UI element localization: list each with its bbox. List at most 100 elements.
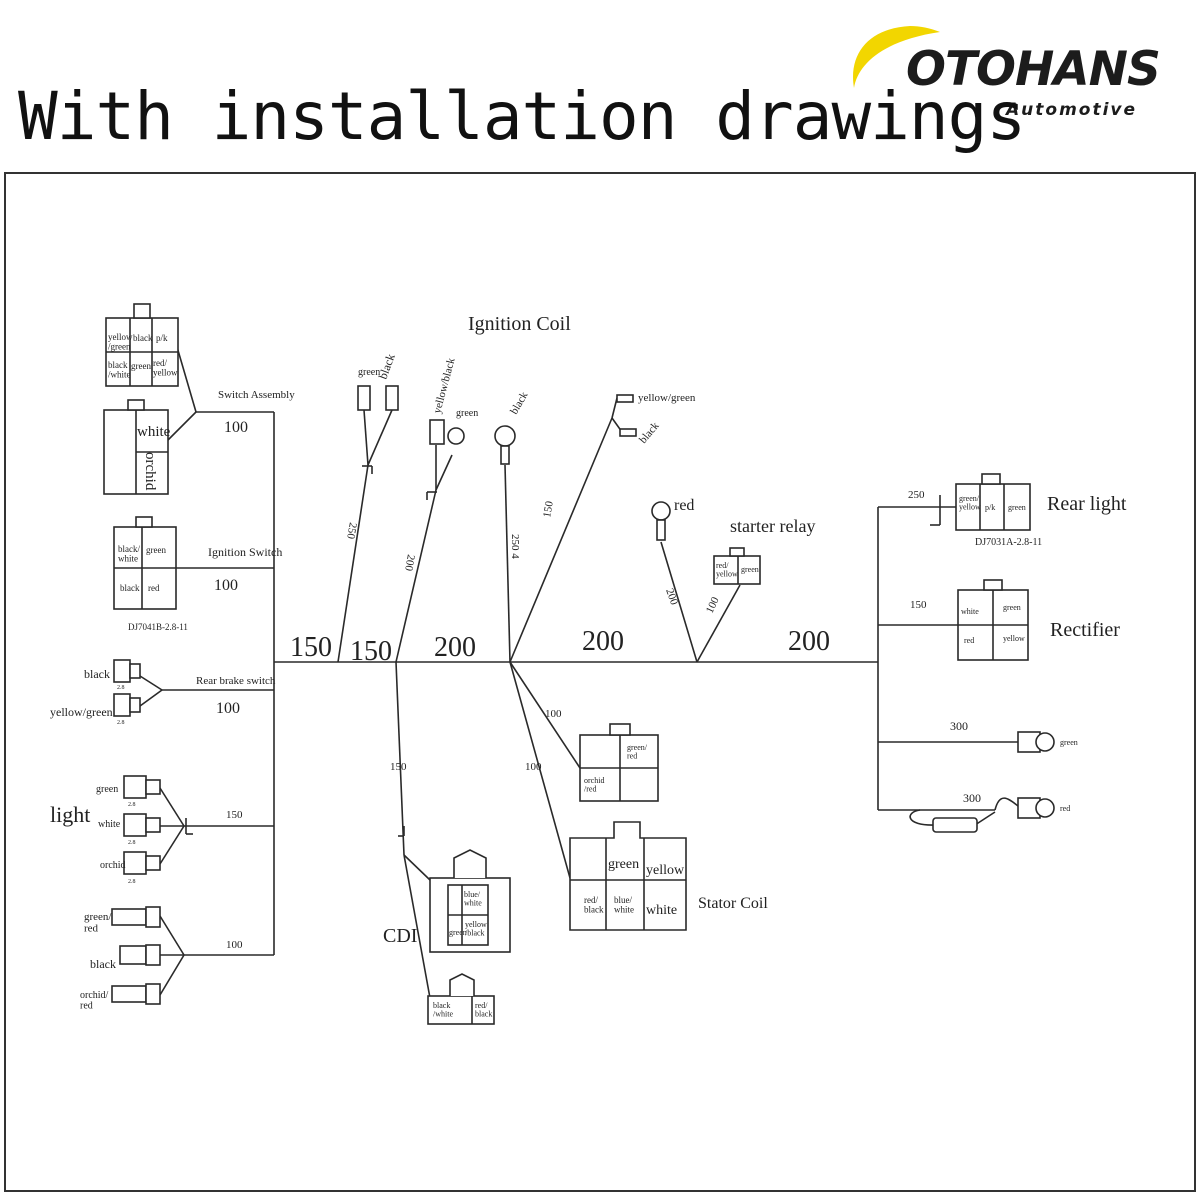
length-relay-100: 100 (704, 595, 722, 615)
wire-sa-red-yellow: red/yellow (153, 358, 178, 377)
label-rear-brake-switch: Rear brake switch (196, 675, 276, 687)
wire-sa-black-white: black/white (108, 360, 131, 379)
wire-st-green: green (608, 857, 639, 872)
relay-ring-red (651, 501, 671, 521)
coil-plug-black (385, 385, 399, 411)
label-ignition-coil: Ignition Coil (468, 313, 571, 335)
wire-light-green: green (96, 784, 118, 795)
label-ignition-switch: Ignition Switch (208, 545, 282, 559)
length-main-150b: 150 (350, 636, 392, 667)
wire-coil-green2: green (456, 408, 478, 419)
coil-ring-green (447, 427, 465, 445)
wire-rect-yellow: yellow (1003, 634, 1025, 643)
wire-sw2-orchid: orchid (142, 452, 158, 491)
label-cdi: CDI (383, 925, 417, 947)
wire-sw-black: black (637, 420, 662, 446)
length-conn-100: 100 (545, 708, 562, 720)
wire-cdi2-black-white: black/white (433, 1001, 453, 1018)
length-cdi-150: 150 (390, 761, 407, 773)
wire-sa-yellow-green: yellow/green (108, 332, 133, 351)
label-ignition-switch-pn: DJ7041B-2.8-11 (128, 622, 188, 632)
light-plug-orchid (123, 851, 147, 875)
coil-ring-black (494, 425, 516, 447)
wire-coil-black: black (376, 352, 398, 381)
light-plug-white (123, 813, 147, 837)
wire-relay-green: green (741, 565, 759, 574)
wire-cdi2-red-black: red/black (475, 1001, 492, 1018)
headline: With installation drawings (18, 78, 1026, 155)
inline-fuse (932, 817, 978, 833)
wire-term-red: red (1060, 804, 1070, 813)
length-main-200c: 200 (788, 626, 830, 657)
brake-plug-yellow-green (113, 693, 131, 717)
wire-rect-red: red (964, 636, 974, 645)
pin-size-d: 2.8 (128, 840, 136, 846)
cdi-connector-2 (427, 995, 495, 1025)
logo-subtitle: Automotive (1006, 100, 1138, 120)
wire-relay-red-yellow: red/yellow (716, 561, 738, 578)
label-rectifier: Rectifier (1050, 619, 1120, 641)
diagram-frame (4, 172, 1196, 1192)
logo-swoosh-icon (853, 26, 940, 88)
label-rear-light-pn: DJ7031A-2.8-11 (975, 537, 1042, 548)
wire-st-yellow: yellow (646, 863, 685, 878)
length-main-200b: 200 (582, 626, 624, 657)
label-switch-assembly: Switch Assembly (218, 389, 295, 401)
length-main-200a: 200 (434, 632, 476, 663)
bullet-connector-black (119, 945, 147, 965)
stator-coil-connector (569, 821, 687, 931)
bullet-connector-green-red (111, 908, 147, 926)
wire-rl-green-yellow: green/yellow (959, 494, 981, 511)
coil-plug-yellow-black (429, 419, 445, 445)
switch-plug-yellow-green (616, 394, 634, 403)
length-ign-switch-100: 100 (214, 577, 238, 594)
label-light: light (50, 802, 90, 827)
label-stator-coil: Stator Coil (698, 895, 768, 912)
wire-low-orchid-red: orchid/red (80, 990, 109, 1012)
length-stator-100: 100 (525, 761, 542, 773)
length-r300b: 300 (963, 791, 981, 805)
length-main-150a: 150 (290, 632, 332, 663)
length-lower-100: 100 (226, 939, 243, 951)
length-coil-200: 200 (402, 553, 417, 572)
wire-coil-black2: black (508, 389, 531, 416)
wire-sw-yellow-green: yellow/green (638, 392, 696, 404)
length-relay-200: 200 (663, 587, 680, 607)
wire-is-green: green (146, 545, 166, 555)
length-brake-100: 100 (216, 700, 240, 717)
wire-coil-yellow-black: yellow/black (431, 356, 457, 414)
length-sw-150: 150 (541, 500, 556, 519)
length-rear-250: 250 (908, 489, 925, 501)
pin-size-c: 2.8 (128, 802, 136, 808)
coil-plug-green (357, 385, 371, 411)
wire-c4-green-red: green/red (627, 743, 648, 760)
wire-is-red: red (148, 583, 160, 593)
label-rear-light: Rear light (1047, 493, 1127, 515)
length-coil-250a: 250 (344, 521, 359, 540)
light-plug-green (123, 775, 147, 799)
wire-sa-black: black (133, 333, 153, 343)
wire-term-green: green (1060, 738, 1078, 747)
wire-rect-green: green (1003, 603, 1021, 612)
logo-name: OTOHANS (906, 42, 1161, 97)
pin-size-a: 2.8 (117, 685, 125, 691)
wire-coil-green: green (358, 367, 380, 378)
length-switch-100: 100 (224, 419, 248, 436)
pin-size-e: 2.8 (128, 879, 136, 885)
bullet-connector-orchid-red (111, 985, 147, 1003)
wire-sa-pink: p/k (156, 333, 168, 343)
brake-plug-black (113, 659, 131, 683)
length-coil-250b: 250 4 (509, 534, 521, 559)
wire-rect-white: white (961, 607, 979, 616)
wire-sa-green: green (131, 361, 151, 371)
wire-rl-pink: p/k (985, 503, 995, 512)
length-r300a: 300 (950, 719, 968, 733)
switch-plug-black (619, 428, 637, 437)
connector-shapes (103, 303, 1055, 1025)
wire-sw2-white: white (137, 424, 171, 440)
length-rect-150: 150 (910, 599, 927, 611)
wire-brake-yellow-green: yellow/green (50, 705, 113, 719)
